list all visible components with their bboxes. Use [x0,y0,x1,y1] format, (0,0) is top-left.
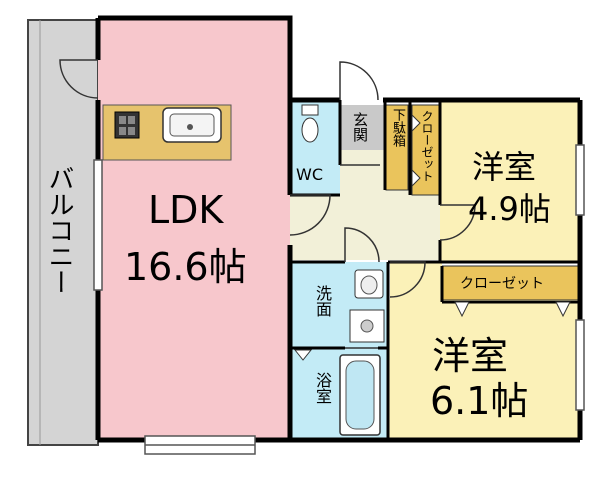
western-2-door [389,261,426,298]
western-room-1-label: 洋室 [472,148,537,186]
washroom-door [344,227,380,263]
cooktop-icon [114,111,140,139]
balcony-label: バルコニー [44,165,74,295]
wc-label: WC [296,165,323,184]
balcony-window [93,159,103,291]
balcony-door [59,59,99,99]
western-2-window [575,319,585,411]
ldk-label: LDK [148,188,224,232]
western-room-2-label: 洋室 [432,334,509,378]
shoe-box-label: 下駄箱 [390,108,405,147]
ldk-door [289,194,331,236]
closet-2-label: クローゼット [460,276,544,292]
entrance-floor [340,105,385,150]
toilet-icon [301,117,319,143]
western-room-2-size: 6.1帖 [430,379,529,423]
entrance-door [339,61,379,101]
bath-label: 浴室 [313,372,332,404]
western-room-2-floor [388,300,580,440]
washroom-label: 洗面 [313,285,332,317]
western-room-1-floor [440,100,580,262]
closet-1-label: クローゼット [420,110,434,182]
ldk-size: 16.6帖 [124,245,247,289]
western-1-door [439,204,476,241]
ldk-floor [98,18,290,440]
western-room-1-size: 4.9帖 [468,190,551,228]
western-1-window [575,144,585,216]
entrance-label: 玄関 [351,112,369,142]
wc-floor [290,100,340,195]
